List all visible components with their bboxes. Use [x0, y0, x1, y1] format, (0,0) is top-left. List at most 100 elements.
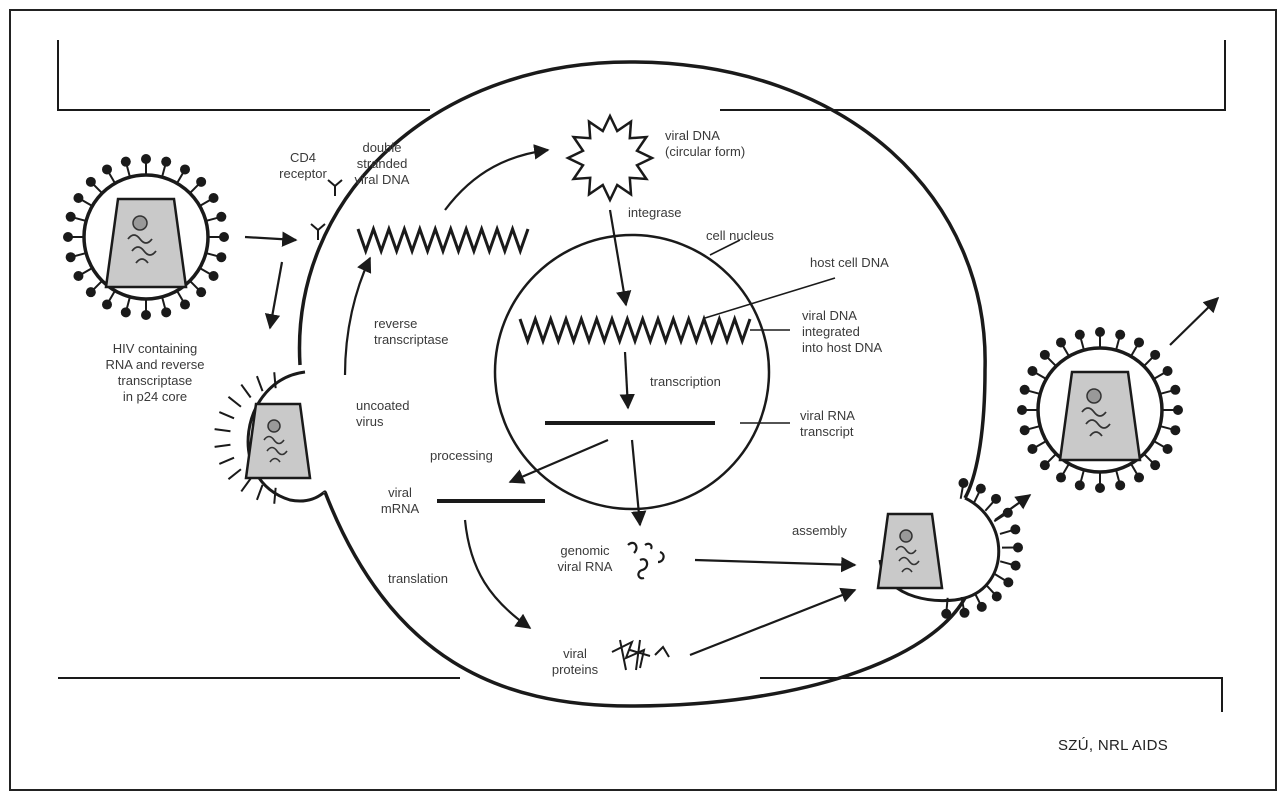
spike-knob [1020, 425, 1030, 435]
label-integrase: integrase [628, 205, 681, 220]
spike-knob [991, 494, 1001, 504]
spike-knob [1095, 327, 1105, 337]
label-transcription: transcription [650, 374, 721, 389]
spike-knob [180, 164, 190, 174]
double-stranded-viral-dna [358, 229, 528, 251]
membrane-bottom-right [760, 678, 1222, 712]
spike-knob [161, 157, 171, 167]
spike-knob [196, 177, 206, 187]
spike [241, 478, 250, 491]
spike-knob [86, 287, 96, 297]
spike [257, 376, 263, 391]
spike-knob [121, 307, 131, 317]
spike-knob [1003, 577, 1013, 587]
spike-knob [992, 591, 1002, 601]
spike-knob [63, 232, 73, 242]
spike-knob [1040, 460, 1050, 470]
label-host-cell-dna: host cell DNA [810, 255, 889, 270]
spike-knob [1134, 473, 1144, 483]
spike-knob [1170, 425, 1180, 435]
budding-spikes [941, 478, 1023, 619]
spike-knob [73, 193, 83, 203]
spike-knob [196, 287, 206, 297]
spike-knob [958, 478, 968, 488]
spike [241, 385, 250, 398]
spike-knob [1040, 350, 1050, 360]
membrane-top-right [720, 40, 1225, 110]
spike-knob [1170, 385, 1180, 395]
spike-knob [1075, 480, 1085, 490]
genomic-viral-rna-icon [628, 543, 664, 578]
spike-knob [976, 484, 986, 494]
spike-knob [1163, 366, 1173, 376]
spike-knob [1173, 405, 1183, 415]
spike-knob [73, 271, 83, 281]
spike-knob [102, 164, 112, 174]
spike [257, 485, 263, 500]
spike-knob [1013, 542, 1023, 552]
spike-knob [1056, 337, 1066, 347]
spike-knob [1011, 561, 1021, 571]
spike [274, 488, 275, 504]
spike-knob [141, 310, 151, 320]
spike-knob [161, 307, 171, 317]
spike-knob [941, 609, 951, 619]
hiv-virion-icon [63, 154, 229, 320]
spike-knob [959, 608, 969, 618]
spike-knob [141, 154, 151, 164]
spike [215, 445, 231, 447]
cell-nucleus-outline [495, 235, 769, 509]
spike [219, 458, 234, 464]
spike-knob [1095, 483, 1105, 493]
released-virion-icon [1017, 327, 1183, 493]
uncoated-virus-icon [215, 372, 325, 504]
spike-knob [977, 602, 987, 612]
spike-knob [66, 212, 76, 222]
spike-knob [121, 157, 131, 167]
spike-knob [1115, 330, 1125, 340]
spike-knob [216, 212, 226, 222]
membrane-top [58, 40, 430, 110]
spike [274, 372, 275, 388]
label-assembly: assembly [792, 523, 847, 538]
spike-knob [1115, 480, 1125, 490]
spike [219, 412, 234, 418]
spike-knob [1150, 350, 1160, 360]
spike-knob [1027, 366, 1037, 376]
label-processing: processing [430, 448, 493, 463]
spike [228, 469, 240, 479]
source-credit: SZÚ, NRL AIDS [1058, 737, 1168, 754]
spike-knob [180, 300, 190, 310]
viral-dna-circular-icon [568, 116, 652, 200]
spike-knob [219, 232, 229, 242]
viral-capsid-icon [878, 478, 1023, 619]
spike-knob [1010, 524, 1020, 534]
integrated-viral-dna [520, 319, 750, 341]
spike-knob [209, 271, 219, 281]
spike [215, 429, 231, 431]
spike-knob [209, 193, 219, 203]
spike-knob [1027, 444, 1037, 454]
spike-knob [216, 252, 226, 262]
spike [228, 397, 240, 407]
spike-knob [1017, 405, 1027, 415]
spike-knob [1056, 473, 1066, 483]
spike-knob [102, 300, 112, 310]
spike-knob [1075, 330, 1085, 340]
spike-knob [1020, 385, 1030, 395]
spike-knob [1163, 444, 1173, 454]
spike-knob [66, 252, 76, 262]
spike-knob [1134, 337, 1144, 347]
spike-knob [86, 177, 96, 187]
spike-knob [1150, 460, 1160, 470]
